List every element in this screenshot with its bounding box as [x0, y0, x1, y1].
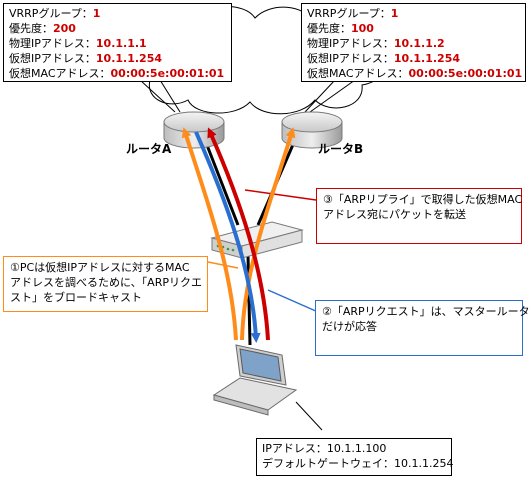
router-a-physical-ip: 物理IPアドレス：10.1.1.1 — [9, 36, 226, 51]
label: 仮想MACアドレス： — [9, 67, 111, 80]
router-b-virtual-mac: 仮想MACアドレス：00:00:5e:00:01:01 — [307, 66, 523, 81]
callout-step2-line: ②「ARPリクエスト」は、マスタールータ — [322, 305, 529, 318]
value: 00:00:5e:00:01:01 — [408, 67, 523, 80]
callout-step2: ②「ARPリクエスト」は、マスタールータ だけが応答 — [315, 300, 529, 356]
label: 仮想IPアドレス： — [307, 52, 394, 65]
router-a-icon — [163, 111, 225, 149]
router-b-physical-ip: 物理IPアドレス：10.1.1.2 — [307, 36, 520, 51]
router-a-vrrp-group: VRRPグループ：1 — [9, 6, 226, 21]
callout2-pointer — [267, 289, 319, 313]
laptop-icon — [212, 344, 298, 416]
callout-step3: ③「ARPリプライ」で取得した仮想MAC アドレス宛にパケットを転送 — [316, 188, 522, 244]
callout-step3-line: ③「ARPリプライ」で取得した仮想MAC — [323, 193, 523, 206]
router-a-virtual-ip: 仮想IPアドレス：10.1.1.254 — [9, 51, 226, 66]
arp-request-arrow-a — [181, 127, 238, 341]
router-b-label: ルータB — [318, 142, 364, 156]
callout-step1-line: スト」をブロードキャスト — [10, 291, 142, 304]
value: 1 — [92, 7, 101, 20]
pc-pointer — [295, 401, 323, 431]
cable-routerA-switch — [203, 139, 240, 226]
label: 物理IPアドレス： — [9, 37, 96, 50]
pc-ip-address: IPアドレス：10.1.1.100 — [262, 442, 387, 455]
callout-step2-line: だけが応答 — [322, 320, 377, 333]
value: 10.1.1.254 — [393, 52, 461, 65]
value: 100 — [351, 22, 374, 35]
callout-step3-line: アドレス宛にパケットを転送 — [323, 208, 466, 221]
callout-step1-line: ①PCは仮想IPアドレスに対するMAC — [10, 261, 190, 274]
value: 10.1.1.1 — [95, 37, 147, 50]
routerB-pointer — [304, 79, 336, 113]
label: 優先度： — [307, 22, 351, 35]
label: 仮想MACアドレス： — [307, 67, 409, 80]
pc-info-box: IPアドレス：10.1.1.100 デフォルトゲートウェイ：10.1.1.254 — [256, 438, 454, 476]
router-b-info-box: VRRPグループ：1 優先度：100 物理IPアドレス：10.1.1.2 仮想I… — [301, 3, 526, 82]
router-a-label: ルータA — [126, 142, 172, 156]
router-b-vrrp-group: VRRPグループ：1 — [307, 6, 520, 21]
label: 物理IPアドレス： — [307, 37, 394, 50]
router-a-virtual-mac: 仮想MACアドレス：00:00:5e:00:01:01 — [9, 66, 226, 81]
routerA-pointer-2 — [159, 79, 181, 113]
value: 200 — [53, 22, 76, 35]
routerA-pointer — [139, 79, 176, 113]
callout-step1: ①PCは仮想IPアドレスに対するMAC アドレスを調べるために、「ARPリクエ … — [3, 256, 208, 312]
router-a-priority: 優先度：200 — [9, 21, 226, 36]
label: 仮想IPアドレス： — [9, 52, 96, 65]
label: VRRPグループ： — [9, 7, 93, 20]
pc-default-gateway: デフォルトゲートウェイ：10.1.1.254 — [262, 457, 454, 470]
arp-reply-arrow — [194, 131, 261, 343]
value: 10.1.1.2 — [393, 37, 445, 50]
cable-switch-pc — [246, 254, 252, 346]
value: 1 — [390, 7, 399, 20]
router-b-priority: 優先度：100 — [307, 21, 520, 36]
label: 優先度： — [9, 22, 53, 35]
packet-forward-arrow — [207, 127, 270, 341]
routerB-pointer-2 — [309, 79, 356, 113]
value: 00:00:5e:00:01:01 — [110, 67, 225, 80]
label: VRRPグループ： — [307, 7, 391, 20]
arp-request-arrow-b — [240, 127, 296, 341]
value: 10.1.1.254 — [95, 52, 163, 65]
callout-step1-line: アドレスを調べるために、「ARPリクエ — [10, 276, 202, 289]
callout3-pointer — [244, 189, 317, 201]
router-b-icon — [281, 111, 343, 149]
router-b-virtual-ip: 仮想IPアドレス：10.1.1.254 — [307, 51, 520, 66]
router-a-info-box: VRRPグループ：1 優先度：200 物理IPアドレス：10.1.1.1 仮想I… — [3, 3, 232, 82]
